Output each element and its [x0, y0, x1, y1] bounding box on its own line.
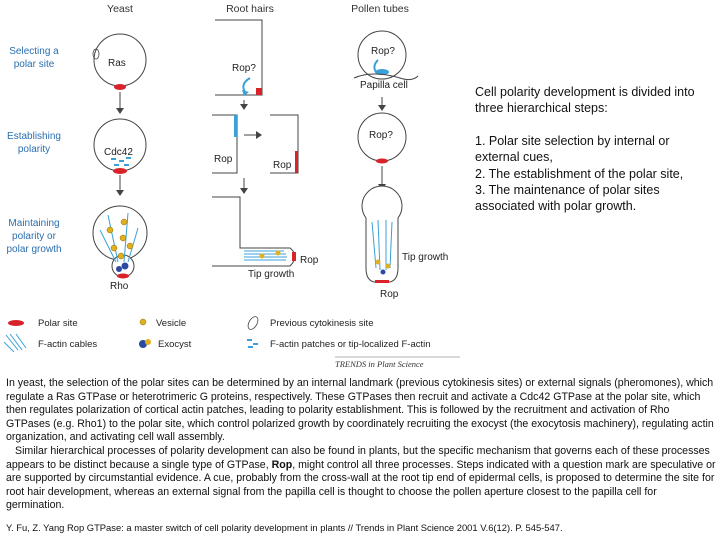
side-step-1: 1. Polar site selection by internal or e…: [475, 133, 670, 165]
legend-f-actin-patches: F-actin patches or tip-localized F-actin: [270, 339, 431, 350]
column-header-pollen-tubes: Pollen tubes: [351, 3, 409, 15]
root-tip-growth: Tip growth: [248, 269, 294, 280]
svg-text:polarity: polarity: [18, 144, 50, 155]
legend-polar-site: Polar site: [38, 318, 78, 329]
svg-text:Maintaining: Maintaining: [8, 218, 59, 229]
side-summary: Cell polarity development is divided int…: [475, 84, 710, 215]
root-rop-question: Rop?: [232, 63, 256, 74]
root-rop-tip: Rop: [300, 255, 319, 266]
polar-site-swatch: [8, 320, 24, 326]
pollen-rop: Rop: [380, 289, 399, 300]
rop-bold: Rop: [271, 458, 293, 471]
root-hair-cell-3: Rop Tip growth: [212, 196, 319, 280]
legend: Polar site Vesicle Previous cytokinesis …: [3, 316, 460, 369]
legend-exocyst: Exocyst: [158, 339, 192, 350]
row-label-maintaining: Maintaining polarity or polar growth: [6, 218, 61, 255]
svg-text:polar site: polar site: [14, 59, 55, 70]
row-label-establishing: Establishing polarity: [7, 131, 61, 155]
legend-previous-site: Previous cytokinesis site: [270, 318, 373, 329]
pollen-cell-1: Rop? Papilla cell: [353, 30, 419, 91]
root-hair-cell-1: Rop?: [215, 19, 263, 96]
actin-cables-swatch: [3, 333, 27, 353]
root-rop-left: Rop: [214, 154, 233, 165]
figure-credit: TRENDS in Plant Science: [335, 359, 424, 369]
svg-text:polar growth: polar growth: [6, 244, 61, 255]
column-header-yeast: Yeast: [107, 3, 133, 15]
ras-label: Ras: [108, 58, 126, 69]
svg-text:Selecting a: Selecting a: [9, 46, 59, 57]
actin-patches-swatch: [247, 339, 258, 348]
column-header-root-hairs: Root hairs: [226, 3, 274, 15]
svg-text:Establishing: Establishing: [7, 131, 61, 142]
svg-text:polarity or: polarity or: [12, 231, 57, 242]
pollen-cell-3: Tip growth Rop: [361, 185, 448, 300]
vesicle-swatch: [139, 318, 147, 326]
body-paragraph-2: Similar hierarchical processes of polari…: [6, 444, 716, 512]
side-step-2: 2. The establishment of the polar site,: [475, 166, 684, 181]
body-text: In yeast, the selection of the polar sit…: [6, 377, 716, 513]
yeast-cell-2: Cdc42: [93, 118, 147, 174]
side-intro: Cell polarity development is divided int…: [475, 85, 695, 116]
root-rop-right: Rop: [273, 160, 292, 171]
pollen-rop-question-2: Rop?: [369, 130, 393, 141]
previous-site-swatch: [247, 316, 259, 330]
side-step-3: 3. The maintenance of polar sites associ…: [475, 183, 660, 214]
polarity-figure: Yeast Root hairs Pollen tubes Selecting …: [3, 3, 460, 369]
papilla-cell-label: Papilla cell: [360, 80, 408, 91]
pollen-rop-question: Rop?: [371, 46, 395, 57]
row-label-selecting: Selecting a polar site: [9, 46, 59, 70]
rho-label: Rho: [110, 281, 129, 292]
legend-vesicle: Vesicle: [156, 318, 186, 329]
yeast-cell-1: Ras: [92, 33, 147, 90]
citation: Y. Fu, Z. Yang Rop GTPase: a master swit…: [6, 522, 563, 533]
root-hair-cell-2: Rop Rop: [212, 114, 299, 174]
pollen-cell-2: Rop?: [357, 112, 407, 164]
yeast-cell-3: Rho: [92, 205, 148, 292]
body-paragraph-1: In yeast, the selection of the polar sit…: [6, 377, 714, 444]
pollen-tip-growth: Tip growth: [402, 252, 448, 263]
legend-f-actin-cables: F-actin cables: [38, 339, 97, 350]
cdc42-label: Cdc42: [104, 147, 133, 158]
